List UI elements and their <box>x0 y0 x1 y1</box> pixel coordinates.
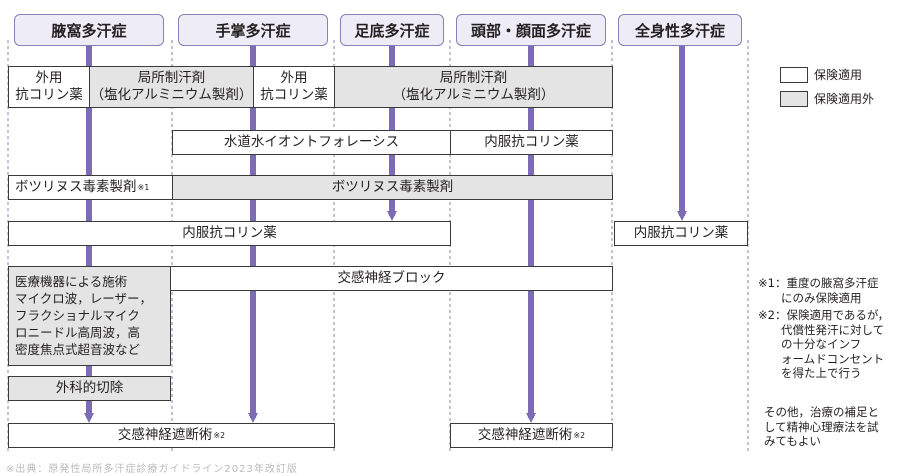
note-mark-2b: ※2 <box>573 431 586 440</box>
note-1: ※1：重度の腋窩多汗症 にのみ保険適用 <box>758 276 879 305</box>
botulinum-insured-box: ボツリヌス毒素製剤※1 <box>8 175 173 200</box>
ets-left-label: 交感神経遮断術 <box>117 427 213 443</box>
iontophoresis-box: 水道水イオントフォレーシス <box>172 130 451 155</box>
aluminum-chloride-box-2: 局所制汗剤 （塩化アルミニウム製剤） <box>334 66 613 108</box>
sympathetic-block-box: 交感神経ブロック <box>170 266 613 291</box>
ets-left-box: 交感神経遮断術※2 <box>8 423 335 448</box>
header-generalized: 全身性多汗症 <box>618 14 742 46</box>
source-footer: ※出典：原発性局所多汗症診療ガイドライン2023年改訂版 <box>6 464 298 475</box>
oral-anticholinergic-main-box: 内服抗コリン薬 <box>8 221 451 246</box>
oral-anticholinergic-generalized-box: 内服抗コリン薬 <box>614 221 748 246</box>
medical-device-box: 医療機器による施術 マイクロ波，レーザー， フラクショナルマイク ロニードル高周… <box>8 266 171 366</box>
note-2: ※2：保険適用であるが， 代償性発汗に対して の十分なインフ ォームドコンセント… <box>758 308 890 380</box>
ets-right-label: 交感神経遮断術 <box>477 427 573 443</box>
legend-uninsured-label: 保険適用外 <box>814 92 875 106</box>
surgical-excision-box: 外科的切除 <box>8 376 171 401</box>
oral-anticholinergic-head-box: 内服抗コリン薬 <box>450 130 613 155</box>
botulinum-uninsured-box: ボツリヌス毒素製剤 <box>172 175 613 200</box>
legend-insured-label: 保険適用 <box>814 68 863 82</box>
note-mark-2a: ※2 <box>213 431 226 440</box>
note-mark-1: ※1 <box>137 183 150 192</box>
ets-right-box: 交感神経遮断術※2 <box>450 423 613 448</box>
botulinum-insured-label: ボツリヌス毒素製剤 <box>15 179 137 195</box>
topical-anticholinergic-box-1: 外用 抗コリン薬 <box>8 66 90 108</box>
aluminum-chloride-box-1: 局所制汗剤 （塩化アルミニウム製剤） <box>89 66 254 108</box>
note-3: その他，治療の補足と して精神心理療法を試 みてもよい <box>764 405 879 448</box>
topical-anticholinergic-box-2: 外用 抗コリン薬 <box>253 66 335 108</box>
legend-insured-swatch <box>780 67 808 83</box>
header-axillary: 腋窩多汗症 <box>14 14 164 46</box>
legend-uninsured-swatch <box>780 91 808 107</box>
header-palmar: 手掌多汗症 <box>178 14 328 46</box>
header-plantar: 足底多汗症 <box>340 14 444 46</box>
header-head-face: 頭部・顔面多汗症 <box>456 14 606 46</box>
